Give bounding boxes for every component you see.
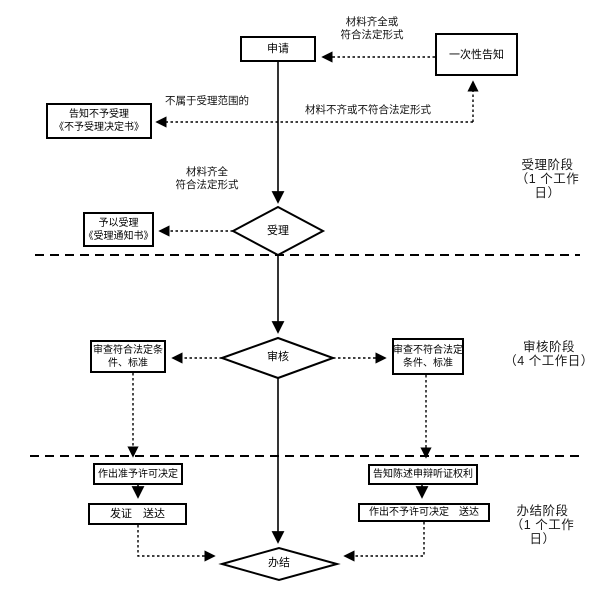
grant-decision-node: 作出准予许可决定 bbox=[93, 463, 183, 485]
review-fail-node: 审查不符合法定 条件、标准 bbox=[392, 338, 464, 375]
accept-diamond-label: 受理 bbox=[267, 225, 289, 237]
stage-label-line: （1 个工作 bbox=[515, 172, 580, 186]
stage-label-line: 受理阶段 bbox=[521, 158, 574, 172]
edge-label-materials-complete-legal: 材料齐全 符合法定形式 bbox=[167, 166, 247, 192]
stage-label-line: （1 个工作 bbox=[510, 518, 575, 532]
edge-label-line: 符合法定形式 bbox=[175, 179, 239, 191]
reject-notice-line2: 《不予受理决定书》 bbox=[54, 122, 144, 133]
stage-label-accept: 受理阶段 （1 个工作 日） bbox=[505, 158, 590, 200]
reject-notice-node: 告知不予受理 《不予受理决定书》 bbox=[46, 103, 152, 139]
notify-rights-label: 告知陈述申辩听证权利 bbox=[373, 469, 473, 480]
edge-label-materials-incomplete: 材料不齐或不符合法定形式 bbox=[305, 104, 431, 116]
apply-node: 申请 bbox=[240, 36, 316, 62]
review-pass-line1: 审查符合法定条 bbox=[93, 344, 163, 356]
grant-decision-label: 作出准予许可决定 bbox=[98, 468, 178, 480]
grant-accept-node: 予以受理 《受理通知书》 bbox=[83, 212, 154, 247]
edge-label-line: 材料齐全或 bbox=[345, 16, 399, 28]
reject-notice-line1: 告知不予受理 bbox=[69, 109, 129, 120]
review-fail-line2: 条件、标准 bbox=[403, 357, 453, 369]
edge-label-out-of-scope: 不属于受理范围的 bbox=[165, 95, 249, 107]
edge-label-materials-complete-or-legal: 材料齐全或 符合法定形式 bbox=[332, 16, 412, 42]
stage-label-review: 审核阶段 （4 个工作日） bbox=[503, 340, 595, 368]
edge-issue-to-complete bbox=[137, 525, 216, 562]
review-pass-node: 审查符合法定条 件、标准 bbox=[90, 340, 166, 373]
grant-accept-line1: 予以受理 bbox=[98, 217, 139, 229]
edge-deny-to-complete bbox=[343, 522, 425, 562]
review-fail-line1: 审查不符合法定 bbox=[393, 344, 463, 356]
issue-deliver-node: 发证 送达 bbox=[88, 503, 187, 525]
review-diamond bbox=[219, 336, 336, 380]
review-diamond-label: 审核 bbox=[267, 351, 289, 363]
stage-label-line: 日） bbox=[534, 186, 561, 200]
stage-label-line: 审核阶段 bbox=[522, 340, 575, 354]
one-time-notice-label: 一次性告知 bbox=[449, 48, 504, 61]
grant-accept-line2: 《受理通知书》 bbox=[83, 230, 154, 242]
apply-label: 申请 bbox=[267, 43, 289, 55]
issue-deliver-label: 发证 送达 bbox=[110, 508, 165, 520]
edge-label-line: 符合法定形式 bbox=[340, 29, 404, 41]
deny-decision-node: 作出不予许可决定 送达 bbox=[358, 503, 490, 522]
accept-diamond bbox=[230, 205, 326, 257]
complete-diamond-label: 办结 bbox=[268, 557, 290, 569]
stage-label-line: （4 个工作日） bbox=[504, 354, 594, 368]
deny-decision-label: 作出不予许可决定 送达 bbox=[369, 507, 479, 518]
one-time-notice-node: 一次性告知 bbox=[435, 33, 518, 76]
stage-label-line: 日） bbox=[529, 532, 556, 546]
review-pass-line2: 件、标准 bbox=[108, 357, 148, 369]
edge-label-line: 材料齐全 bbox=[186, 166, 228, 178]
stage-label-complete: 办结阶段 （1 个工作 日） bbox=[500, 504, 585, 546]
notify-rights-node: 告知陈述申辩听证权利 bbox=[368, 464, 478, 485]
stage-label-line: 办结阶段 bbox=[516, 504, 569, 518]
complete-diamond bbox=[218, 546, 341, 582]
